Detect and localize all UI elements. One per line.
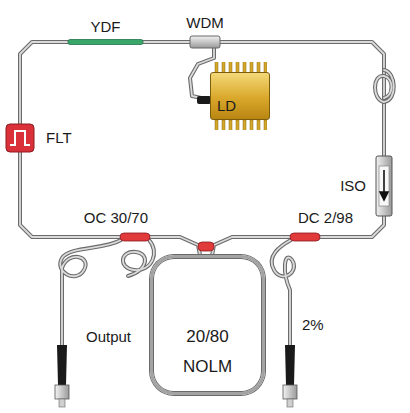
isolator-body xyxy=(376,156,392,216)
fiber-link xyxy=(150,237,200,255)
component-label: YDF xyxy=(91,18,121,36)
isolator: ISO xyxy=(376,156,392,216)
component-label: LD xyxy=(217,97,236,115)
gain-fiber: YDF xyxy=(68,40,143,44)
filter-symbol xyxy=(10,131,30,145)
ld-pigtail-boot xyxy=(197,96,211,104)
fiber-link xyxy=(143,42,190,43)
component-label: OC 30/70 xyxy=(84,209,148,227)
isolator-window xyxy=(379,166,389,206)
fiber-line xyxy=(20,42,68,124)
ld-pins xyxy=(213,120,267,130)
fiber-core xyxy=(143,41,190,43)
fiber-core xyxy=(20,42,68,124)
fiber-line xyxy=(150,237,200,255)
filter: FLT xyxy=(6,124,34,152)
coupler-body xyxy=(120,233,150,241)
laser-diode: LD xyxy=(210,72,270,120)
component-label: ISO xyxy=(340,177,366,195)
fiber-connector xyxy=(55,345,69,407)
output-coupler: OC 30/70 xyxy=(120,233,150,241)
port-label: Output xyxy=(86,328,131,346)
ld-pins xyxy=(213,62,267,72)
component-label: FLT xyxy=(46,129,72,147)
fiber-link xyxy=(20,42,68,124)
wdm-coupler: WDM xyxy=(190,36,220,48)
component-label: 20/80 NOLM xyxy=(177,322,239,382)
component-label: DC 2/98 xyxy=(298,209,353,227)
isolator-arrow xyxy=(380,170,388,200)
fiber-connector xyxy=(283,345,297,407)
filter-body xyxy=(6,124,34,152)
fiber-line xyxy=(212,237,290,255)
fiber-link xyxy=(212,237,290,255)
port-label: 2% xyxy=(302,316,324,334)
wdm-body xyxy=(190,36,220,48)
component-label: WDM xyxy=(186,14,224,32)
fiber-branch xyxy=(60,70,393,345)
fiber-line xyxy=(143,40,190,44)
nolm-loop: 20/80 NOLM xyxy=(150,255,265,395)
directional-coupler: DC 2/98 xyxy=(290,233,320,241)
gain-fiber xyxy=(68,40,143,45)
fiber-core xyxy=(150,237,200,255)
coupler-body xyxy=(198,242,214,251)
fiber-core xyxy=(212,237,290,255)
coupler-body xyxy=(290,233,320,241)
